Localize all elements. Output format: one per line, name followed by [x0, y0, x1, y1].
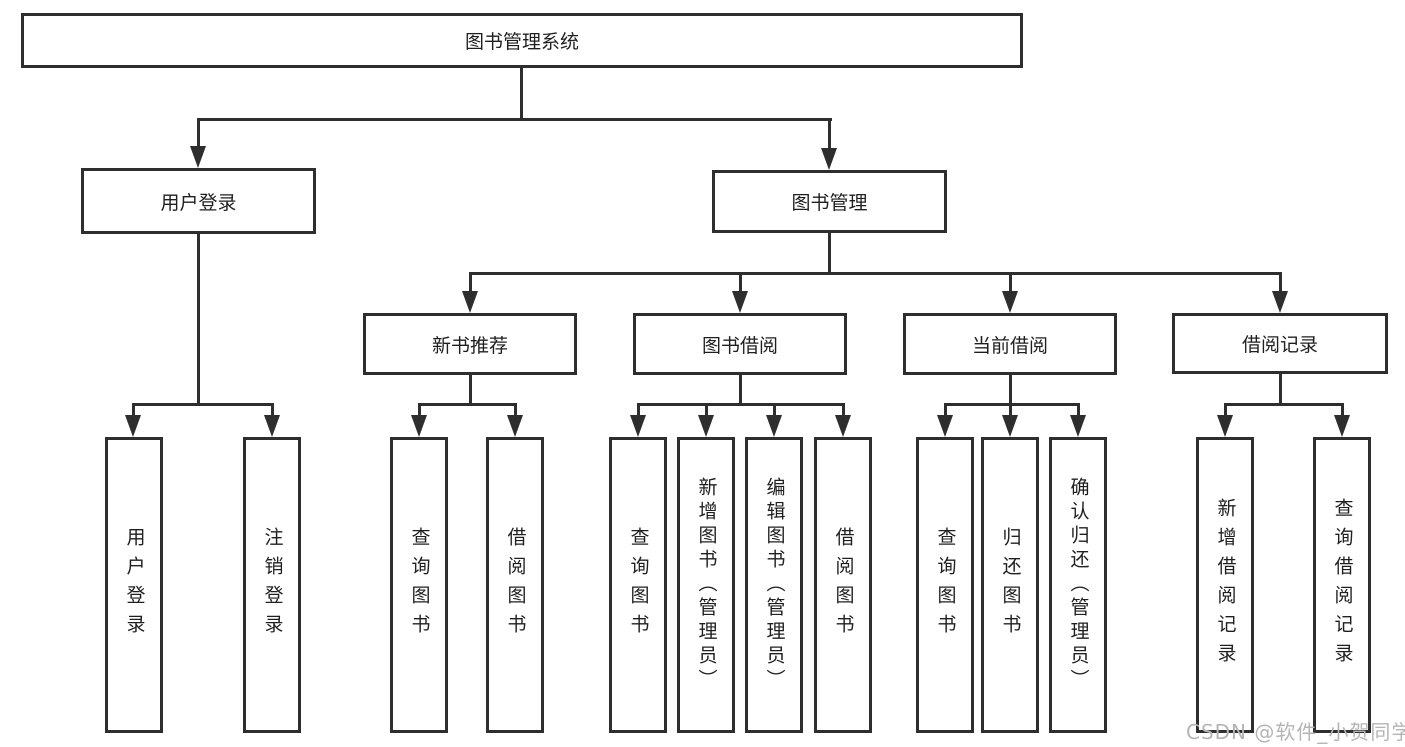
connector-root-split: [197, 118, 832, 121]
connector-leaf-stem: [1009, 403, 1012, 417]
leaf-confirm-return-admin: 确认归还（管理员）: [1049, 437, 1107, 733]
leaf-logout: 注销登录: [243, 437, 301, 733]
node-label: 编辑图书（管理员）: [763, 477, 786, 693]
arrow-down-icon: [1002, 415, 1018, 437]
arrow-down-icon: [1070, 415, 1086, 437]
leaf-add-borrow-record: 新增借阅记录: [1196, 437, 1254, 733]
connector-leaf-stem: [514, 403, 517, 417]
arrow-down-icon: [411, 415, 427, 437]
leaf-borrow-books-recommend: 借阅图书: [486, 437, 544, 733]
node-label: 用户登录: [123, 527, 146, 643]
connector-newbook-split: [418, 403, 517, 406]
connector-to-borrow: [739, 272, 742, 295]
node-label: 用户登录: [160, 191, 237, 214]
node-label: 查询图书: [627, 527, 650, 643]
arrow-down-icon: [125, 415, 141, 437]
arrow-down-icon: [937, 415, 953, 437]
connector-to-new-book: [469, 272, 472, 295]
node-new-book-recommend: 新书推荐: [363, 313, 577, 375]
node-label: 查询图书: [408, 527, 431, 643]
arrow-down-icon: [1002, 291, 1018, 313]
leaf-user-login: 用户登录: [105, 437, 163, 733]
node-label: 借阅记录: [1241, 334, 1318, 356]
connector-current-stem: [1009, 375, 1012, 406]
arrow-down-icon: [462, 291, 478, 313]
leaf-borrow-books: 借阅图书: [814, 437, 872, 733]
arrow-down-icon: [630, 415, 646, 437]
leaf-add-books-admin: 新增图书（管理员）: [677, 437, 735, 733]
arrow-down-icon: [507, 415, 523, 437]
node-label: 借阅图书: [832, 527, 855, 643]
arrow-down-icon: [190, 146, 206, 168]
node-user-login: 用户登录: [81, 168, 316, 234]
node-label: 图书管理: [791, 192, 868, 214]
arrow-down-icon: [732, 291, 748, 313]
node-label: 新增图书（管理员）: [695, 477, 718, 693]
connector-bookmgmt-stem: [828, 233, 831, 275]
leaf-edit-books-admin: 编辑图书（管理员）: [745, 437, 803, 733]
leaf-query-books-recommend: 查询图书: [390, 437, 448, 733]
connector-to-book-mgmt: [828, 118, 831, 152]
node-label: 查询图书: [934, 527, 957, 643]
connector-leaf-stem: [637, 403, 640, 417]
connector-borrow-stem: [739, 375, 742, 406]
node-label: 新书推荐: [431, 334, 508, 357]
node-label: 借阅图书: [504, 527, 527, 643]
connector-userlogin-stem: [197, 234, 200, 406]
leaf-query-borrow-record: 查询借阅记录: [1313, 437, 1371, 733]
connector-borrow-split: [637, 403, 845, 406]
node-label: 图书管理系统: [464, 31, 579, 53]
connector-current-split: [944, 403, 1080, 406]
connector-userlogin-split: [132, 403, 274, 406]
connector-leaf-stem: [842, 403, 845, 417]
connector-to-records: [1279, 272, 1282, 295]
node-label: 查询借阅记录: [1331, 498, 1354, 672]
connector-to-user-login: [197, 118, 200, 150]
node-label: 当前借阅: [971, 334, 1048, 357]
connector-leaf-stem: [705, 403, 708, 417]
node-label: 新增借阅记录: [1214, 498, 1237, 672]
connector-records-split: [1224, 403, 1344, 406]
connector-newbook-stem: [469, 375, 472, 406]
node-label: 归还图书: [999, 527, 1022, 643]
connector-leaf-stem: [1077, 403, 1080, 417]
arrow-down-icon: [821, 148, 837, 170]
connector-leaf-stem: [271, 403, 274, 417]
connector-leaf-stem: [1341, 403, 1344, 417]
arrow-down-icon: [835, 415, 851, 437]
arrow-down-icon: [1272, 291, 1288, 313]
node-book-management: 图书管理: [712, 170, 947, 233]
connector-records-stem: [1279, 374, 1282, 406]
connector-leaf-stem: [132, 403, 135, 417]
connector-leaf-stem: [418, 403, 421, 417]
leaf-query-books-borrow: 查询图书: [609, 437, 667, 733]
node-label: 图书借阅: [701, 334, 778, 357]
arrow-down-icon: [766, 415, 782, 437]
node-current-borrowing: 当前借阅: [903, 313, 1117, 375]
arrow-down-icon: [1217, 415, 1233, 437]
node-label: 注销登录: [261, 527, 284, 643]
csdn-watermark: CSDN @软件_小贺同学: [1186, 720, 1405, 744]
connector-leaf-stem: [944, 403, 947, 417]
node-label: 确认归还（管理员）: [1067, 477, 1090, 693]
connector-leaf-stem: [773, 403, 776, 417]
connector-bookmgmt-split: [469, 272, 1282, 275]
leaf-return-books: 归还图书: [981, 437, 1039, 733]
leaf-query-books-current: 查询图书: [916, 437, 974, 733]
node-book-borrowing: 图书借阅: [633, 313, 847, 375]
connector-leaf-stem: [1224, 403, 1227, 417]
node-library-system: 图书管理系统: [21, 13, 1023, 68]
node-borrowing-records: 借阅记录: [1172, 313, 1388, 374]
arrow-down-icon: [698, 415, 714, 437]
arrow-down-icon: [1334, 415, 1350, 437]
connector-root-stem: [520, 68, 523, 121]
connector-to-current: [1009, 272, 1012, 295]
arrow-down-icon: [264, 415, 280, 437]
